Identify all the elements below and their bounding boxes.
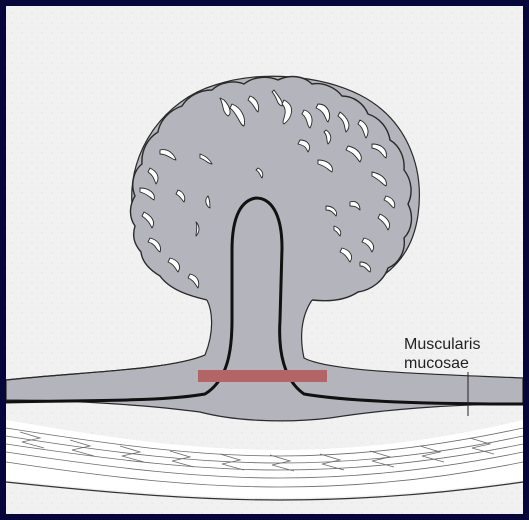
polyp-diagram <box>6 6 523 514</box>
muscularis-label-line2: mucosae <box>404 355 469 373</box>
diagram-panel: Muscularis mucosae <box>6 6 523 514</box>
muscularis-label-line1: Muscularis <box>404 336 480 354</box>
transection-marker <box>198 370 327 382</box>
